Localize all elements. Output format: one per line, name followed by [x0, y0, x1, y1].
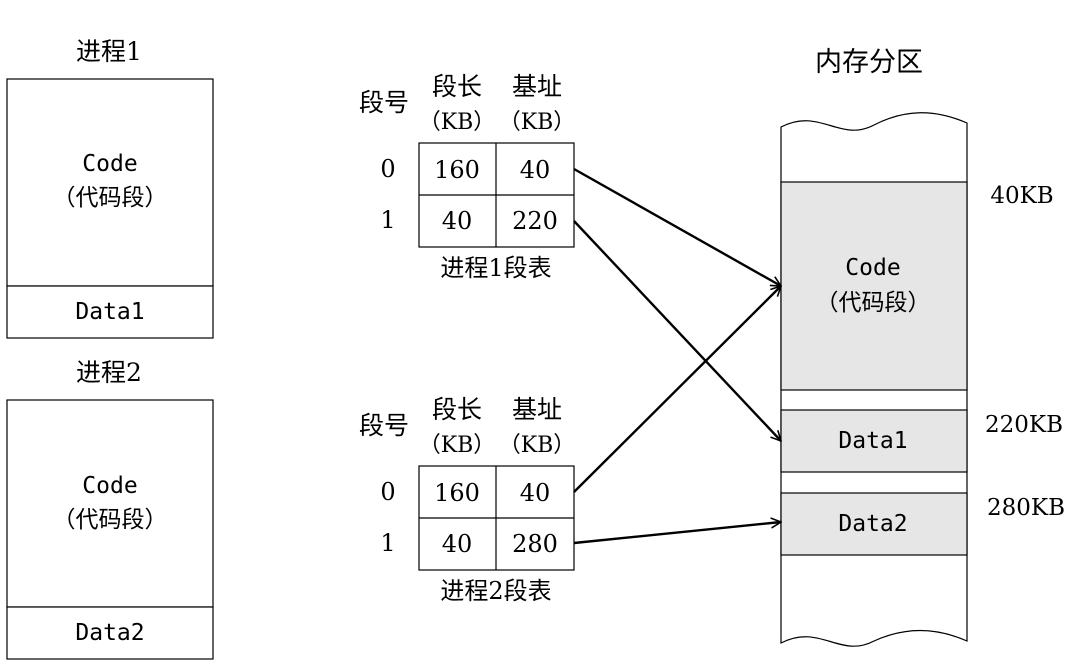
- memory-data2-block: [780, 492, 968, 556]
- process2-data-label: Data2: [75, 620, 144, 646]
- table2-header-length: 段长: [432, 395, 482, 424]
- process2-data-segment: [6, 606, 214, 660]
- table2-header-base: 基址: [512, 395, 562, 424]
- process1-data-label: Data1: [75, 299, 144, 325]
- arrow-table2-seg0-to-code: [573, 286, 781, 493]
- address-40kb: 40KB: [990, 183, 1053, 209]
- arrow-table1-seg0-to-code: [573, 167, 781, 288]
- memory-data2-label: Data2: [838, 511, 907, 537]
- segment-table-1: 段号 段长 （KB） 基址 （KB） 0 160 40 1 40 220 进程1…: [359, 72, 575, 282]
- process1-data-segment: [6, 285, 214, 339]
- table2-header-length-unit: （KB）: [419, 433, 496, 458]
- table1-row0-seg: 0: [380, 155, 395, 183]
- table1-row0-length: 160: [434, 156, 480, 184]
- address-220kb: 220KB: [985, 412, 1063, 438]
- table1-header-base: 基址: [512, 72, 562, 101]
- table2-row1-base: 280: [512, 530, 558, 558]
- table2-row1-length: 40: [442, 530, 473, 558]
- segment-table-2: 段号 段长 （KB） 基址 （KB） 0 160 40 1 40 280 进程2…: [359, 395, 575, 605]
- table1-row0-base: 40: [520, 156, 551, 184]
- process1-code-segment: [6, 78, 214, 287]
- process1-code-sublabel: （代码段）: [53, 185, 168, 211]
- table1-header-base-unit: （KB）: [499, 110, 576, 135]
- memory-code-label: Code: [845, 255, 900, 281]
- process1-block: 进程1 Code （代码段） Data1: [6, 37, 214, 339]
- memory-data1-block: [780, 409, 968, 473]
- memory-title: 内存分区: [815, 47, 923, 78]
- process2-title: 进程2: [76, 358, 142, 387]
- table2-row0-base: 40: [520, 479, 551, 507]
- arrow-table2-seg1-to-data2: [573, 522, 781, 545]
- process1-title: 进程1: [76, 37, 142, 66]
- memory-data1-label: Data1: [838, 428, 907, 454]
- process1-code-label: Code: [82, 151, 137, 177]
- table1-row1-length: 40: [442, 207, 473, 235]
- table2-row1-seg: 1: [380, 529, 395, 557]
- process2-block: 进程2 Code （代码段） Data2: [6, 358, 214, 660]
- table1-header-length-unit: （KB）: [419, 110, 496, 135]
- table2-row0-seg: 0: [380, 478, 395, 506]
- table2-header-base-unit: （KB）: [499, 433, 576, 458]
- table1-caption: 进程1段表: [440, 254, 551, 282]
- memory-code-sublabel: （代码段）: [816, 290, 931, 316]
- table2-caption: 进程2段表: [440, 577, 551, 605]
- table2-row0-length: 160: [434, 479, 480, 507]
- arrow-table1-seg1-to-data1: [573, 220, 781, 441]
- table2-header-segment: 段号: [359, 411, 409, 440]
- memory-partition: 内存分区 Code （代码段） Data1 Data2 40KB 220KB 2…: [780, 47, 1065, 647]
- table1-header-segment: 段号: [359, 88, 409, 117]
- process2-code-segment: [6, 399, 214, 608]
- process2-code-sublabel: （代码段）: [53, 507, 168, 533]
- address-280kb: 280KB: [987, 495, 1065, 521]
- mapping-arrows: [573, 167, 781, 545]
- process2-code-label: Code: [82, 473, 137, 499]
- table1-row1-base: 220: [512, 207, 558, 235]
- table1-row1-seg: 1: [380, 206, 395, 234]
- table1-header-length: 段长: [432, 72, 482, 101]
- memory-code-block: [780, 181, 968, 391]
